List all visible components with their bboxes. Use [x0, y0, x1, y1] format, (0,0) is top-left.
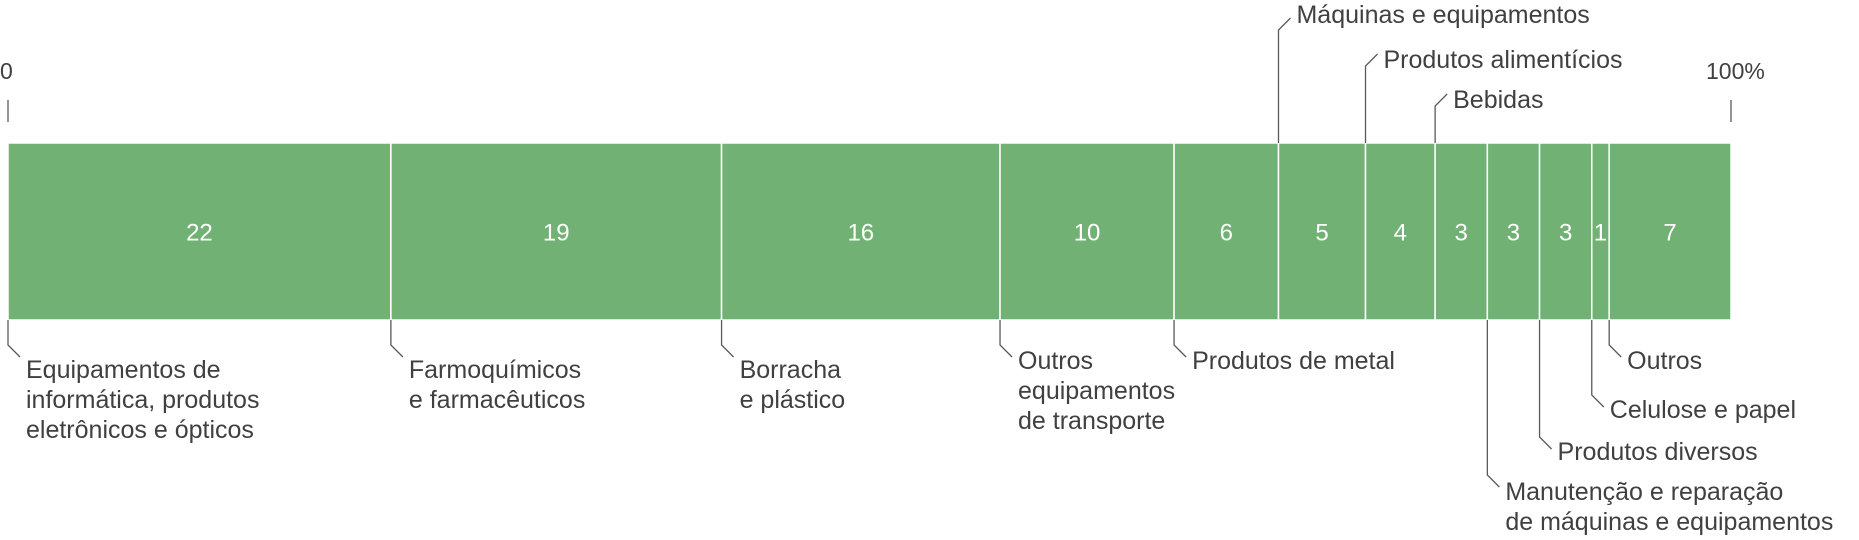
category-label-line: Outros — [1627, 347, 1702, 375]
category-label-line: Outros — [1018, 347, 1093, 375]
leader-line — [1538, 320, 1553, 450]
leader-line — [1364, 53, 1378, 143]
leader-lines — [7, 17, 1622, 488]
bar-value-label: 4 — [1394, 220, 1407, 247]
category-label-line: informática, produtos — [26, 386, 259, 414]
leader-line — [1173, 320, 1187, 358]
category-label-line: de transporte — [1018, 407, 1165, 435]
leader-line — [390, 320, 404, 358]
bar-value-label: 22 — [186, 220, 213, 247]
category-label: Máquinas e equipamentos — [1296, 1, 1589, 29]
category-label: Outros — [1627, 347, 1702, 375]
leader-line — [999, 320, 1013, 358]
leader-line — [7, 320, 21, 358]
bar-segment — [1173, 142, 1280, 321]
axis-label-end: 100% — [1706, 58, 1765, 84]
bar-segment — [390, 142, 723, 321]
category-label-line: Equipamentos de — [26, 356, 221, 384]
leader-line — [1591, 320, 1605, 408]
category-label: Produtos de metal — [1192, 347, 1395, 375]
category-label-line: Celulose e papel — [1610, 396, 1796, 424]
category-label-line: Farmoquímicos — [409, 356, 581, 384]
category-label-line: Produtos diversos — [1558, 438, 1758, 466]
leader-line — [1277, 17, 1291, 143]
bar-segment — [1608, 142, 1732, 321]
leader-line — [1608, 320, 1622, 358]
category-label-line: e farmacêuticos — [409, 386, 585, 414]
bar-segment — [1538, 142, 1593, 321]
category-label: Produtos diversos — [1558, 438, 1758, 466]
leader-line — [720, 320, 735, 358]
bar-value-label: 6 — [1220, 220, 1233, 247]
category-label-line: e plástico — [740, 386, 846, 414]
leader-line — [1486, 320, 1500, 488]
bar-segment — [1434, 142, 1489, 321]
bar-value-label: 1 — [1594, 220, 1607, 247]
category-label-line: eletrônicos e ópticos — [26, 416, 254, 444]
bar-value-label: 3 — [1559, 220, 1572, 247]
axis: 0 100% — [0, 58, 1765, 122]
category-label-line: equipamentos — [1018, 377, 1175, 405]
bar-segment — [1277, 142, 1367, 321]
bar-segment — [999, 142, 1175, 321]
category-label: Bebidas — [1453, 86, 1543, 114]
category-label-line: Produtos de metal — [1192, 347, 1395, 375]
bar-value-label: 7 — [1663, 220, 1676, 247]
category-label-line: Bebidas — [1453, 86, 1543, 114]
category-label: Celulose e papel — [1610, 396, 1796, 424]
category-label-line: Produtos alimentícios — [1384, 46, 1623, 74]
bar-segment — [720, 142, 1001, 321]
axis-label-start: 0 — [0, 58, 13, 84]
bar-value-label: 19 — [543, 220, 570, 247]
bar-value-label: 3 — [1455, 220, 1468, 247]
bar-segment — [1364, 142, 1436, 321]
category-label-line: Borracha — [740, 356, 842, 384]
bar-value-label: 3 — [1507, 220, 1520, 247]
category-label-line: Máquinas e equipamentos — [1296, 1, 1589, 29]
leader-line — [1434, 93, 1448, 143]
category-label-line: Manutenção e reparação — [1505, 478, 1783, 506]
bar-value-label: 5 — [1315, 220, 1328, 247]
bar-value-label: 16 — [847, 220, 874, 247]
category-label: Produtos alimentícios — [1384, 46, 1623, 74]
category-label-line: de máquinas e equipamentos — [1505, 508, 1833, 536]
bar-value-label: 10 — [1074, 220, 1101, 247]
